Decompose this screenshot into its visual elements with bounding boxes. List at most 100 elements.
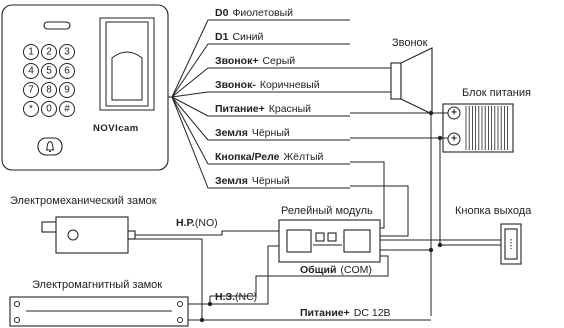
bell-horn xyxy=(400,47,433,115)
bell-key-icon xyxy=(46,140,54,152)
wire-lock-common xyxy=(135,238,203,320)
keypad-key-label: 3 xyxy=(64,47,70,58)
pin-color: Серый xyxy=(262,55,295,67)
lock-keyhole xyxy=(67,229,79,241)
keypad-key-label: 5 xyxy=(46,66,52,77)
nc-label: Н.З.(NC) xyxy=(215,291,257,303)
keypad-key xyxy=(23,101,39,117)
junction-dots xyxy=(199,110,443,323)
junction-dot xyxy=(199,317,205,323)
keypad-key-label: # xyxy=(64,104,70,115)
wire-ground-2 xyxy=(350,185,409,237)
junction-dot xyxy=(207,301,213,307)
electromech-lock-title: Электромеханический замок xyxy=(10,195,157,207)
wire-no xyxy=(135,230,279,236)
keypad-key-label: 2 xyxy=(46,47,52,58)
junction-dot xyxy=(428,247,434,253)
relay-component xyxy=(315,232,325,242)
keypad-key xyxy=(41,44,57,60)
pin-name: D1 xyxy=(215,31,229,43)
nc-label-bold: Н.З. xyxy=(215,291,235,303)
fan-wire xyxy=(171,96,209,117)
pin-label: Земля Чёрный xyxy=(215,127,290,139)
power-supply: Блок питания + + xyxy=(442,87,531,153)
keypad-key xyxy=(41,101,57,117)
keypad-key xyxy=(59,101,75,117)
pin-name: Питание+ xyxy=(215,103,265,115)
bell: Звонок xyxy=(390,37,433,115)
maglock-screw xyxy=(14,317,20,323)
junction-dot xyxy=(437,242,443,248)
fingerprint-sensor-window xyxy=(111,51,143,101)
keypad-key xyxy=(59,63,75,79)
pin-color: Фиолетовый xyxy=(232,7,293,19)
keypad-key xyxy=(23,82,39,98)
keypad-key xyxy=(59,44,75,60)
pin-name: Звонок+ xyxy=(215,55,258,67)
common-label-bold: Общий xyxy=(300,264,336,276)
fan-wire xyxy=(171,96,209,141)
keypad-key-label: 0 xyxy=(46,104,52,115)
pin-color: Красный xyxy=(269,103,311,115)
keypad-key xyxy=(59,82,75,98)
pin-name: Звонок- xyxy=(215,79,256,91)
keypad-key xyxy=(23,63,39,79)
power-dc-label-bold: Питание+ xyxy=(300,307,350,319)
pin-name: Земля xyxy=(215,127,248,139)
psu-title: Блок питания xyxy=(462,87,531,99)
pin-name: D0 xyxy=(215,7,229,19)
keypad-key-label: 6 xyxy=(64,66,70,77)
psu-heatsink xyxy=(465,106,509,150)
fingerprint-sensor-frame xyxy=(105,21,149,107)
electromag-lock-title: Электромагнитный замок xyxy=(32,279,162,291)
pin-color: Чёрный xyxy=(252,127,290,139)
pin-label: Питание+ Красный xyxy=(215,103,311,115)
lock-body xyxy=(55,216,129,254)
keypad-key-label: 4 xyxy=(28,66,34,77)
common-label: Общий (COM) xyxy=(300,264,372,276)
keypad-key xyxy=(41,82,57,98)
electromagnetic-lock: Электромагнитный замок xyxy=(9,279,189,327)
keypad-key xyxy=(41,63,57,79)
reader-indicator xyxy=(43,21,71,30)
bell-key xyxy=(37,137,63,156)
pin-label: Звонок-Коричневый xyxy=(215,79,320,91)
fan-wire xyxy=(171,43,209,98)
fan-wire xyxy=(171,19,209,98)
exit-button-title: Кнопка выхода xyxy=(455,205,532,217)
no-label-bold: Н.Р. xyxy=(176,217,195,229)
psu-terminal-ground xyxy=(447,132,461,146)
common-label-rest: (COM) xyxy=(340,264,372,276)
pin-color: Чёрный xyxy=(252,175,290,187)
maglock-screw xyxy=(177,301,183,307)
exit-button: Кнопка выхода xyxy=(455,205,532,265)
wire-nc xyxy=(188,245,279,305)
keypad-key-label: * xyxy=(29,104,33,115)
relay-module: Релейный модуль xyxy=(278,205,381,263)
reader-wire-fan xyxy=(168,19,209,189)
keypad-key-label: 8 xyxy=(46,85,52,96)
maglock-screw xyxy=(14,301,20,307)
relay-component xyxy=(343,229,371,253)
nc-label-rest: (NC) xyxy=(235,291,257,303)
fan-wire xyxy=(171,96,209,189)
relay-module-title: Релейный модуль xyxy=(281,205,373,217)
pin-color: Жёлтый xyxy=(283,151,323,163)
pin-color: Синий xyxy=(232,31,263,43)
keypad-key-label: 1 xyxy=(28,47,34,58)
fan-wire xyxy=(171,67,209,98)
reader-brand-logo: NOVIcam xyxy=(93,123,139,134)
wire-button-relay xyxy=(350,161,385,229)
keypad-key xyxy=(23,44,39,60)
psu-terminal-positive-label: + xyxy=(451,108,457,119)
relay-component xyxy=(327,232,337,242)
junction-dot xyxy=(428,110,434,116)
no-label-rest: (NO) xyxy=(195,217,218,229)
electromechanical-lock: Электромеханический замок xyxy=(10,195,157,254)
